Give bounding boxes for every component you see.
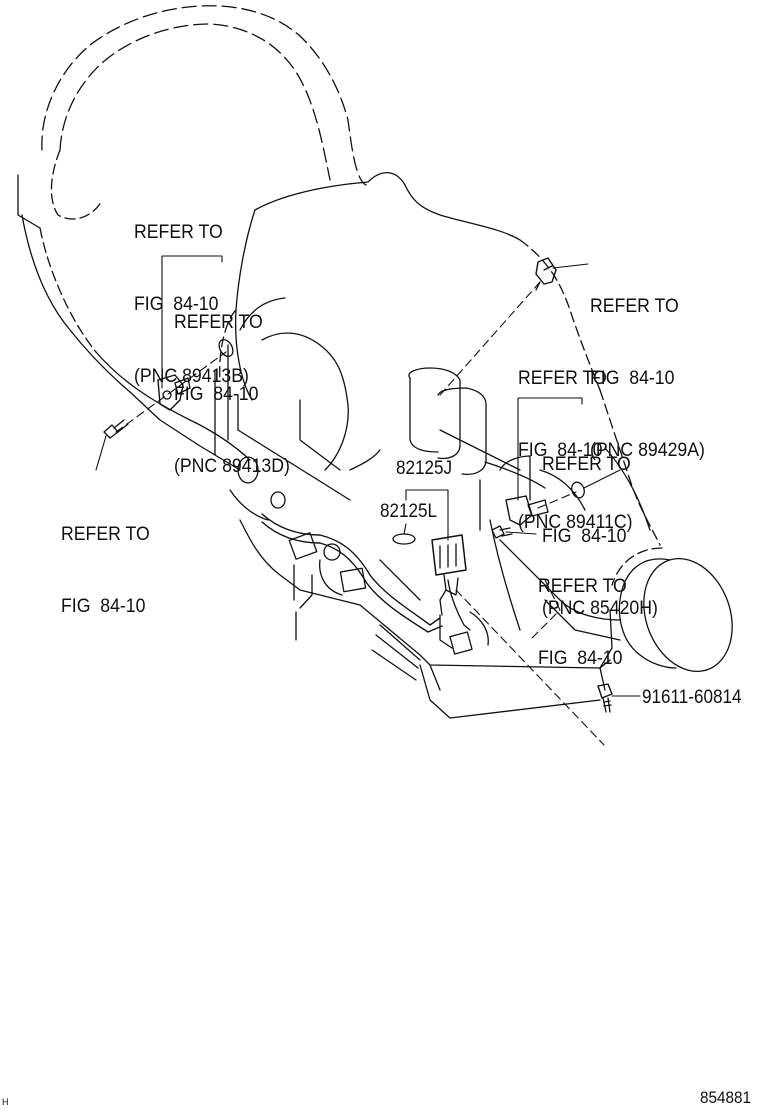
callout-89411C: REFER TO FIG 84-10 (PNC 89411C) xyxy=(518,319,633,583)
callout-line: FIG 84-10 xyxy=(590,368,675,389)
callout-line: REFER TO xyxy=(134,222,223,243)
sensor-connector xyxy=(431,534,467,616)
callout-89429A: REFER TO FIG 84-10 (PNC 89429A) xyxy=(590,247,705,511)
callout-89413D: REFER TO FIG 84-10 (PNC 89413D) xyxy=(174,263,290,527)
wire-harness xyxy=(261,513,489,655)
corner-mark: H xyxy=(2,1097,9,1107)
callout-line: REFER TO xyxy=(542,454,631,475)
callout-line: FIG 84-10 xyxy=(538,648,623,669)
callout-line: FIG 84-10 xyxy=(134,294,219,315)
callout-line: REFER TO xyxy=(174,312,263,333)
callout-line: FIG 84-10 xyxy=(174,384,259,405)
callout-fig-84-10-right: REFER TO FIG 84-10 xyxy=(538,527,627,719)
o-ring-82125L xyxy=(392,533,416,545)
extension-housing xyxy=(599,547,733,673)
transmission-case xyxy=(214,171,661,641)
callout-line: REFER TO xyxy=(61,524,150,545)
callout-line: REFER TO xyxy=(590,296,679,317)
illustration-id: 854881 xyxy=(700,1088,752,1107)
leader-lines xyxy=(95,255,641,697)
callout-line: (PNC 89411C) xyxy=(518,512,633,533)
callout-line: FIG 84-10 xyxy=(542,526,627,547)
part-number-82125L[interactable]: 82125L xyxy=(380,501,438,522)
callout-line: REFER TO xyxy=(518,368,607,389)
callout-85420H: REFER TO FIG 84-10 (PNC 85420H) xyxy=(542,405,658,669)
callout-line: (PNC 85420H) xyxy=(542,598,658,619)
callout-line: REFER TO xyxy=(538,576,627,597)
callout-line: FIG 84-10 xyxy=(61,596,146,617)
callout-line: (PNC 89413D) xyxy=(174,456,290,477)
part-number-82125J[interactable]: 82125J xyxy=(396,458,453,479)
callout-fig-84-10-left: REFER TO FIG 84-10 xyxy=(61,475,150,667)
right-sensor xyxy=(491,481,585,539)
callout-line: FIG 84-10 xyxy=(518,440,603,461)
part-number-91611-60814[interactable]: 91611-60814 xyxy=(642,687,742,708)
left-sensor xyxy=(103,338,234,439)
bolt-91611-60814 xyxy=(597,683,613,713)
callout-line: (PNC 89429A) xyxy=(590,440,705,461)
oil-pan xyxy=(229,489,611,719)
callout-line: (PNC 89413B) xyxy=(134,366,249,387)
alignment-lines xyxy=(115,281,605,746)
callout-89413B: REFER TO FIG 84-10 (PNC 89413B) xyxy=(134,173,249,437)
bell-housing-outline xyxy=(17,5,367,471)
